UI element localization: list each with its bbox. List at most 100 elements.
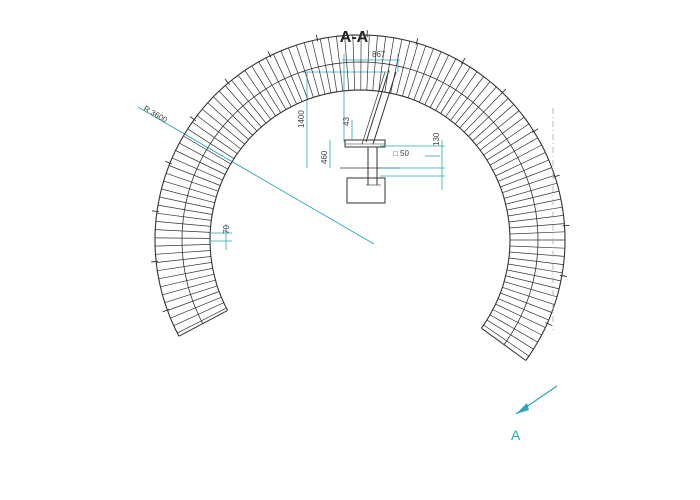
bench-slat (378, 36, 387, 92)
bench-slat (231, 79, 267, 124)
bench-slat (183, 135, 231, 165)
dim-seat-thickness: 43 (342, 117, 351, 126)
bench-slat (505, 275, 560, 290)
bench-slat (509, 231, 565, 235)
bench-slat (344, 35, 350, 91)
section-cut-label: A (511, 427, 521, 443)
radius-leader-line (137, 106, 375, 245)
bench-slat (159, 196, 214, 209)
bench-support (151, 260, 159, 263)
slat-dimension (210, 224, 232, 250)
bench-slat (372, 35, 378, 91)
bench-slat (177, 307, 227, 334)
bench-slat (160, 273, 215, 288)
bench-slat (156, 256, 211, 263)
bench-slat (280, 50, 303, 102)
bench-slat (396, 41, 411, 95)
bench-slat (163, 180, 217, 198)
bench-slat (273, 54, 297, 105)
bench-slat (476, 110, 520, 146)
bench-slat (483, 324, 530, 357)
bench-slat (196, 115, 242, 150)
section-dimension-labels: 867 1400 460 43 □ 50 130 (297, 50, 441, 164)
bench-slat (366, 35, 370, 91)
bench-slat (158, 268, 213, 280)
bench-support (552, 174, 560, 178)
bench-support (165, 160, 172, 165)
bench-slat (497, 298, 549, 321)
bench-slat (164, 285, 218, 304)
section-view (340, 69, 400, 204)
bench-slat (336, 36, 344, 92)
bench-slat (202, 108, 245, 145)
bench-slat (500, 167, 552, 188)
bench-slat (492, 144, 542, 171)
bench-slat (237, 74, 272, 120)
dim-tube-size: □ 50 (393, 149, 410, 158)
bench-slat (483, 123, 530, 156)
bench-slat (407, 45, 427, 99)
bench-slat (445, 71, 478, 117)
bench-slat (508, 257, 564, 265)
radius-label: R 3600 (142, 104, 169, 125)
bench-slat (502, 174, 555, 194)
bench-slat (187, 128, 235, 159)
bench-slat (157, 204, 213, 215)
bench-slat (418, 51, 442, 103)
bench-slat (413, 48, 434, 101)
bench-slat (454, 81, 491, 125)
footing (346, 177, 386, 204)
bench-support (162, 308, 170, 313)
bench-support (415, 37, 419, 46)
bench-slat (155, 229, 211, 233)
seat (344, 139, 386, 148)
section-cut-arrowhead (516, 403, 529, 414)
bench-slat (489, 314, 538, 343)
bench-slat (435, 62, 464, 111)
bench-slat (497, 159, 549, 182)
bench-support (224, 78, 230, 85)
bench-support (500, 88, 507, 95)
bench-slat (155, 244, 211, 247)
bench-slat (224, 85, 262, 128)
bench-slat (157, 262, 212, 272)
curved-bench-plan (151, 30, 570, 361)
bench-slat (168, 165, 221, 186)
bench-slat (468, 98, 509, 137)
bench-slat (509, 245, 565, 249)
bench-slat (486, 130, 534, 161)
bench-slat (450, 76, 484, 121)
bench-support (267, 51, 272, 58)
bench-slat (440, 66, 471, 114)
bench-slat (495, 303, 546, 328)
bench-slat (489, 137, 538, 166)
bench-slat (402, 43, 419, 97)
bench-slat (424, 54, 449, 105)
bench-slat (504, 182, 558, 199)
bench-slat (506, 269, 561, 282)
bench-slat (244, 70, 276, 117)
dim-seat-height: 460 (320, 150, 329, 164)
bench-slat (303, 42, 320, 96)
bench-support (531, 128, 539, 133)
bench-start-cap (178, 309, 228, 337)
bench-slat (492, 309, 542, 336)
bench-slat (175, 150, 226, 175)
bench-slat (508, 215, 564, 223)
bench-slat (155, 221, 211, 227)
bench-slat (327, 37, 338, 92)
bench-slat (218, 90, 258, 132)
bench-slat (161, 188, 215, 204)
bench-slat (295, 44, 314, 98)
bench-slat (171, 157, 223, 181)
bench-slat (506, 198, 561, 211)
bench-slat (162, 279, 216, 296)
dim-seat-offset: 130 (432, 132, 441, 146)
bench-slat (479, 116, 525, 151)
bench-slat (258, 61, 287, 110)
bench-slat (509, 251, 565, 257)
bench-slat (156, 212, 212, 221)
backrest-front (365, 69, 390, 143)
bench-slat (508, 263, 563, 274)
